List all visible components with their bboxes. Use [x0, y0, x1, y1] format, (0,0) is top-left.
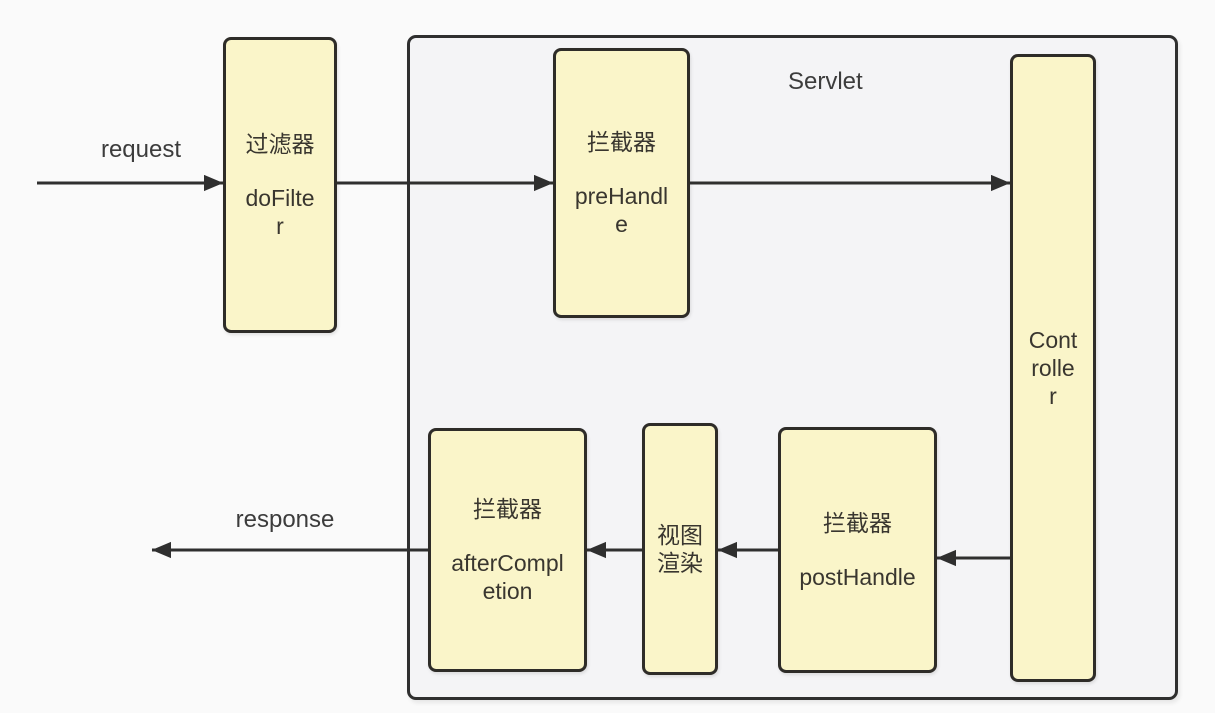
- interceptor-post-node-method: postHandle: [799, 564, 916, 590]
- servlet-container-title: Servlet: [788, 68, 863, 95]
- view-render-node: 视图渲染: [642, 423, 718, 675]
- controller-node: Controller: [1010, 54, 1096, 682]
- interceptor-pre-node-title: 拦截器: [587, 129, 656, 155]
- filter-node-method: doFilter: [245, 185, 315, 239]
- interceptor-pre-node-method: preHandle: [574, 183, 669, 237]
- controller-node-title: Controller: [1028, 327, 1078, 409]
- interceptor-after-node-method: afterCompletion: [451, 550, 564, 604]
- filter-node-title: 过滤器: [245, 131, 315, 157]
- interceptor-post-node-title: 拦截器: [823, 510, 892, 536]
- interceptor-post-node: 拦截器 postHandle: [778, 427, 937, 673]
- response-label: response: [235, 506, 335, 533]
- interceptor-after-node: 拦截器 afterCompletion: [428, 428, 587, 672]
- filter-node: 过滤器 doFilter: [223, 37, 337, 333]
- request-label: request: [100, 136, 182, 163]
- interceptor-after-node-title: 拦截器: [473, 496, 542, 522]
- interceptor-pre-node: 拦截器 preHandle: [553, 48, 690, 318]
- view-render-node-title: 视图渲染: [657, 522, 703, 576]
